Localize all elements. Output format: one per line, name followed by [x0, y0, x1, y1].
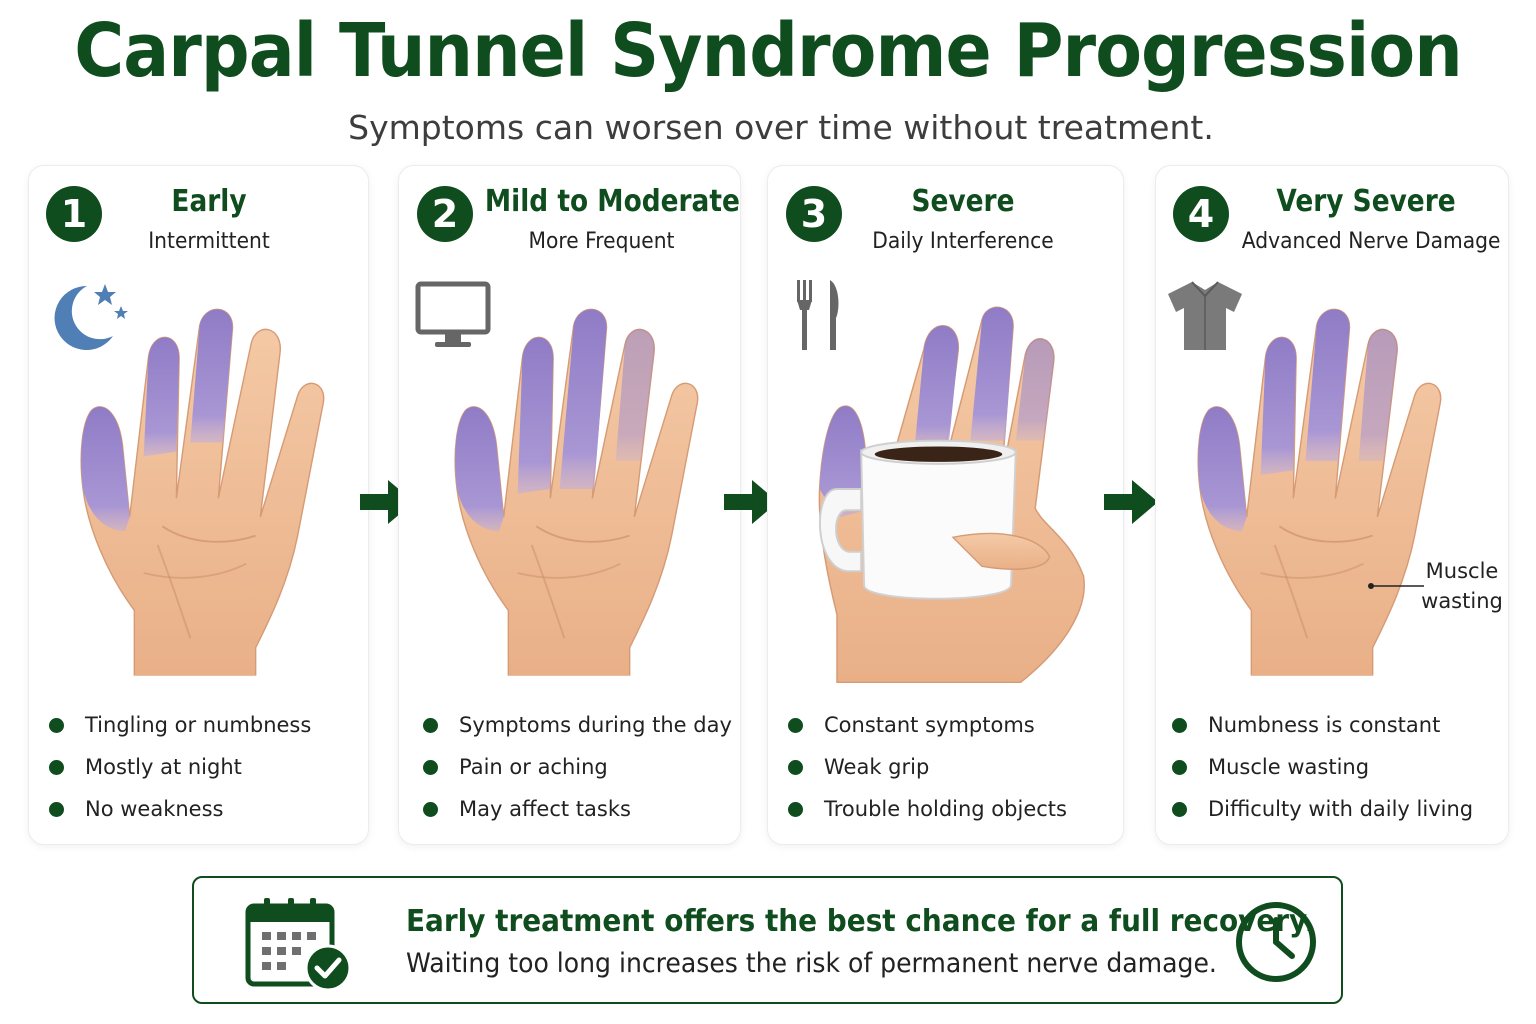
list-item: Symptoms during the day: [423, 708, 732, 750]
stage-subtitle: Intermittent: [148, 229, 270, 254]
stage-number-badge: 1: [46, 186, 102, 242]
list-item: Pain or aching: [423, 750, 732, 792]
calendar-check-icon: [245, 898, 352, 992]
hand-illustration: [1186, 281, 1466, 697]
list-item: Trouble holding objects: [788, 792, 1067, 834]
stage-number-badge: 4: [1173, 186, 1229, 242]
symptom-list: Constant symptoms Weak grip Trouble hold…: [788, 708, 1067, 834]
stage-number-badge: 2: [417, 186, 473, 242]
clock-icon: [1236, 902, 1316, 982]
symptom-list: Tingling or numbness Mostly at night No …: [49, 708, 311, 834]
page-title: Carpal Tunnel Syndrome Progression: [74, 8, 1463, 94]
stage-title: Severe: [911, 184, 1015, 219]
symptom-list: Symptoms during the day Pain or aching M…: [423, 708, 732, 834]
symptom-list: Numbness is constant Muscle wasting Diff…: [1172, 708, 1473, 834]
list-item: Numbness is constant: [1172, 708, 1473, 750]
stage-card-mild-moderate: 2 Mild to Moderate More Frequent Symptom…: [398, 165, 741, 845]
stage-subtitle: More Frequent: [528, 229, 675, 254]
moon-stars-icon: [47, 278, 131, 359]
list-item: Difficulty with daily living: [1172, 792, 1473, 834]
stage-title: Early: [171, 184, 247, 219]
annotation-leader-line: [1368, 583, 1424, 589]
list-item: Muscle wasting: [1172, 750, 1473, 792]
stage-card-early: 1 Early Intermittent Tingling or numbnes…: [28, 165, 369, 845]
stage-number-badge: 3: [786, 186, 842, 242]
stage-subtitle: Advanced Nerve Damage: [1241, 229, 1501, 254]
list-item: Constant symptoms: [788, 708, 1067, 750]
stage-title: Very Severe: [1276, 184, 1456, 219]
stage-card-severe: 3 Severe Daily Interference Constant sym…: [767, 165, 1124, 845]
callout-subtext: Waiting too long increases the risk of p…: [406, 948, 1217, 979]
shirt-icon: [1166, 278, 1244, 359]
annotation-line-1: Muscle: [1425, 559, 1499, 583]
list-item: Tingling or numbness: [49, 708, 311, 750]
hand-illustration: [443, 281, 723, 697]
callout-headline: Early treatment offers the best chance f…: [406, 904, 1316, 939]
hand-holding-mug-illustration: [818, 306, 1085, 684]
list-item: May affect tasks: [423, 792, 732, 834]
muscle-wasting-label: Muscle wasting: [1414, 556, 1510, 616]
arrow-right-icon: [1104, 480, 1158, 524]
page-subtitle: Symptoms can worsen over time without tr…: [348, 108, 1214, 147]
annotation-line-2: wasting: [1421, 589, 1503, 613]
arrow-right-icon: [724, 480, 778, 524]
stage-title: Mild to Moderate: [484, 184, 740, 219]
list-item: Weak grip: [788, 750, 1067, 792]
monitor-icon: [415, 278, 491, 359]
stage-subtitle: Daily Interference: [872, 229, 1054, 254]
hand-illustration: [69, 281, 349, 697]
treatment-callout: Early treatment offers the best chance f…: [192, 876, 1343, 1004]
stage-card-very-severe: 4 Very Severe Advanced Nerve Damage Musc…: [1155, 165, 1509, 845]
list-item: Mostly at night: [49, 750, 311, 792]
list-item: No weakness: [49, 792, 311, 834]
fork-knife-icon: [794, 278, 844, 359]
